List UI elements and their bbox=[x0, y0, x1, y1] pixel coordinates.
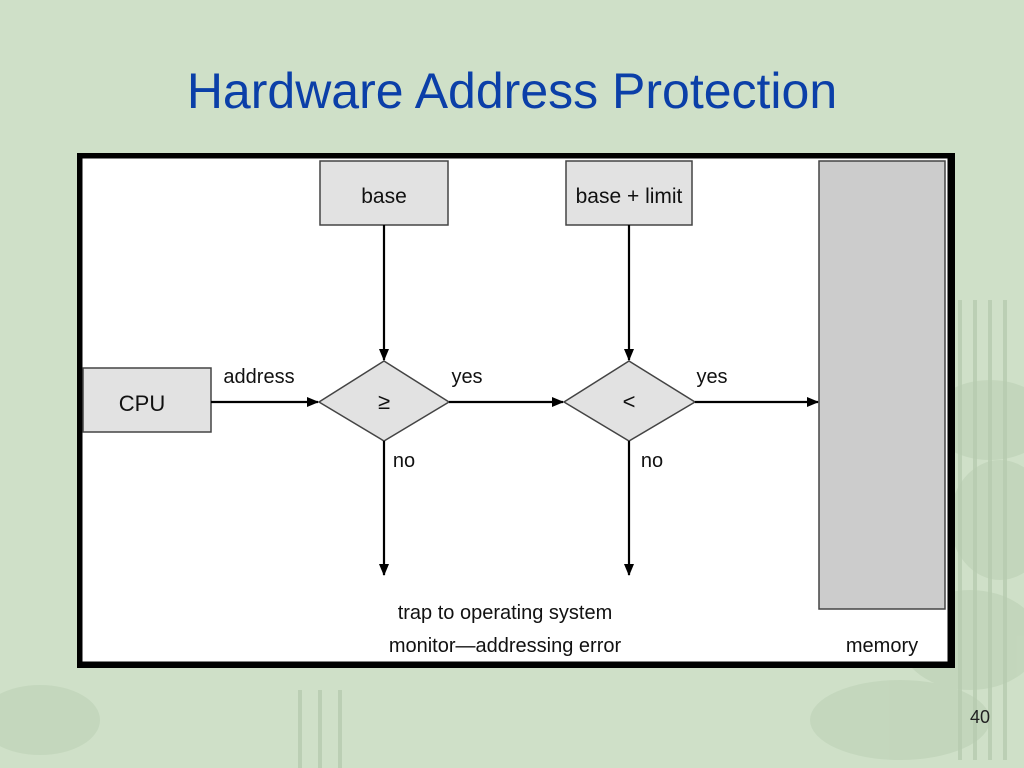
base-box bbox=[319, 160, 449, 226]
yes-label-2: yes bbox=[696, 366, 727, 388]
page-number: 40 bbox=[969, 707, 990, 727]
diagram-frame: base base + limit CPU address ≥ < yes ye… bbox=[77, 153, 955, 668]
address-label: address bbox=[223, 366, 294, 388]
trap-line-2: monitor—addressing error bbox=[389, 635, 622, 657]
base-label: base bbox=[361, 185, 407, 208]
base-limit-label: base + limit bbox=[576, 185, 683, 208]
memory-block bbox=[818, 160, 946, 610]
base-limit-box bbox=[565, 160, 693, 226]
cpu-box bbox=[82, 367, 212, 433]
compare-lt-symbol: < bbox=[623, 389, 636, 414]
yes-label-1: yes bbox=[451, 366, 482, 388]
cpu-label: CPU bbox=[119, 391, 165, 416]
compare-ge-symbol: ≥ bbox=[378, 389, 390, 414]
no-label-2: no bbox=[641, 450, 663, 472]
trap-line-1: trap to operating system bbox=[398, 602, 613, 624]
diagram-panel bbox=[81, 157, 949, 663]
memory-label: memory bbox=[846, 635, 918, 657]
no-label-1: no bbox=[393, 450, 415, 472]
slide-title: Hardware Address Protection bbox=[186, 63, 838, 119]
address-protection-diagram: base base + limit CPU address ≥ < yes ye… bbox=[81, 157, 949, 663]
